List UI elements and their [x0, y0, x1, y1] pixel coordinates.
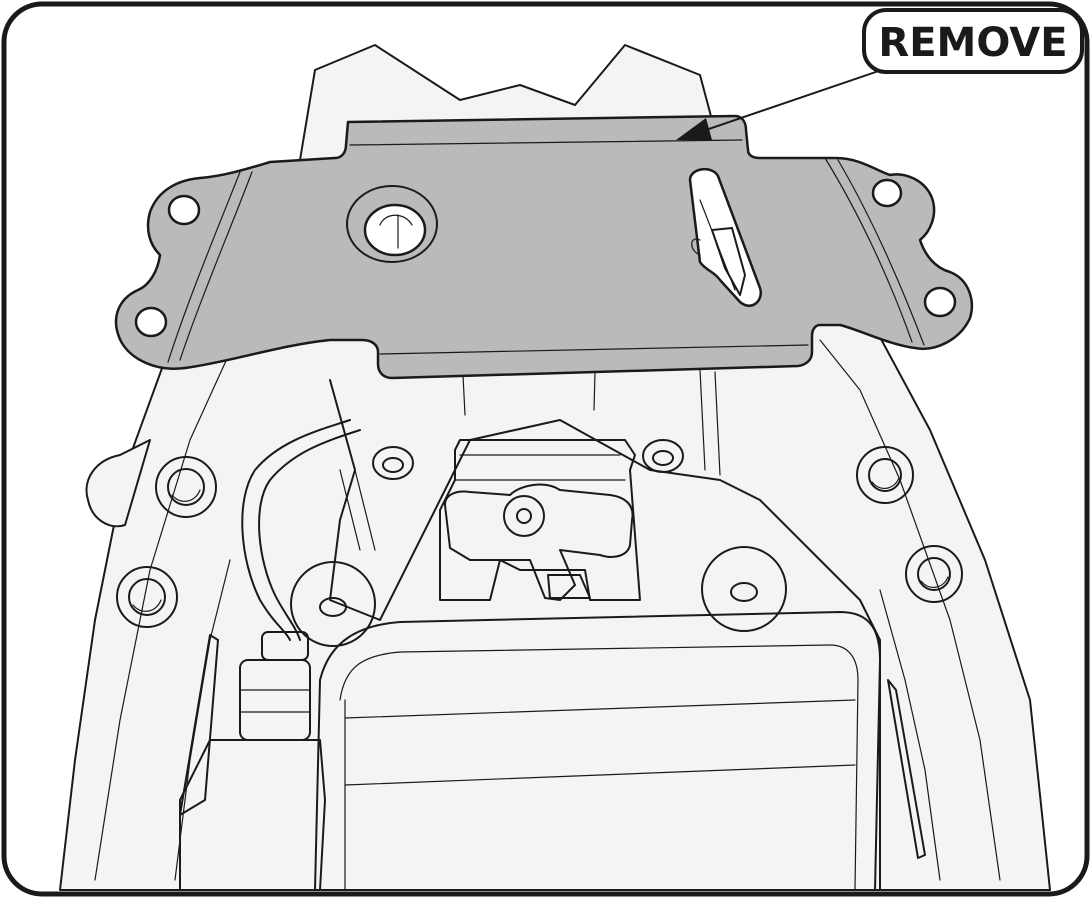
plate-crease-top	[349, 139, 743, 146]
removable-bracket-plate	[114, 114, 974, 380]
wiring-harness	[241, 419, 351, 641]
left-side-slot	[179, 634, 219, 816]
right-boss-lower	[905, 545, 963, 603]
right-panel-line	[819, 339, 1001, 881]
plate-crease-left-2	[167, 171, 241, 363]
callout-label: REMOVE	[878, 20, 1067, 66]
plate-hole-lower-right	[923, 286, 957, 318]
screw-hole-right	[642, 439, 684, 473]
left-boss-upper	[155, 456, 217, 518]
lower-boss-right	[701, 546, 787, 632]
left-fender	[85, 439, 151, 528]
storage-compartment	[314, 611, 881, 891]
plate-hole-upper-right	[871, 178, 903, 208]
plate-crease-left	[179, 171, 253, 361]
wire-clip	[339, 469, 376, 551]
screw-hole-left	[372, 446, 414, 480]
right-boss-upper	[856, 446, 914, 504]
left-panel-line	[94, 329, 241, 881]
callout-arrow	[676, 61, 906, 140]
rod-4	[714, 371, 721, 476]
seat-latch-housing	[439, 439, 641, 601]
left-boss-lower	[116, 566, 178, 628]
plate-latch-slot	[688, 168, 763, 307]
plate-crease-right	[824, 157, 913, 343]
arrow-head	[676, 118, 712, 140]
inner-tray	[329, 379, 881, 891]
right-panel-line-2	[879, 589, 941, 881]
bracket-plate-body	[114, 114, 974, 380]
rod-2	[593, 371, 596, 411]
lower-boss-left	[290, 561, 376, 647]
plate-center-recess	[346, 185, 438, 263]
plate-crease-right-2	[837, 159, 925, 346]
callout-remove: REMOVE	[862, 8, 1084, 74]
plate-hole-lower-left	[134, 306, 168, 338]
rod-1	[462, 374, 466, 416]
callout-box	[862, 8, 1084, 74]
plate-hole-upper-left	[167, 194, 201, 226]
wiring-harness-2	[258, 429, 361, 641]
plate-crease-bottom	[379, 344, 809, 355]
right-side-slot	[887, 679, 926, 859]
rod-3	[699, 369, 706, 471]
